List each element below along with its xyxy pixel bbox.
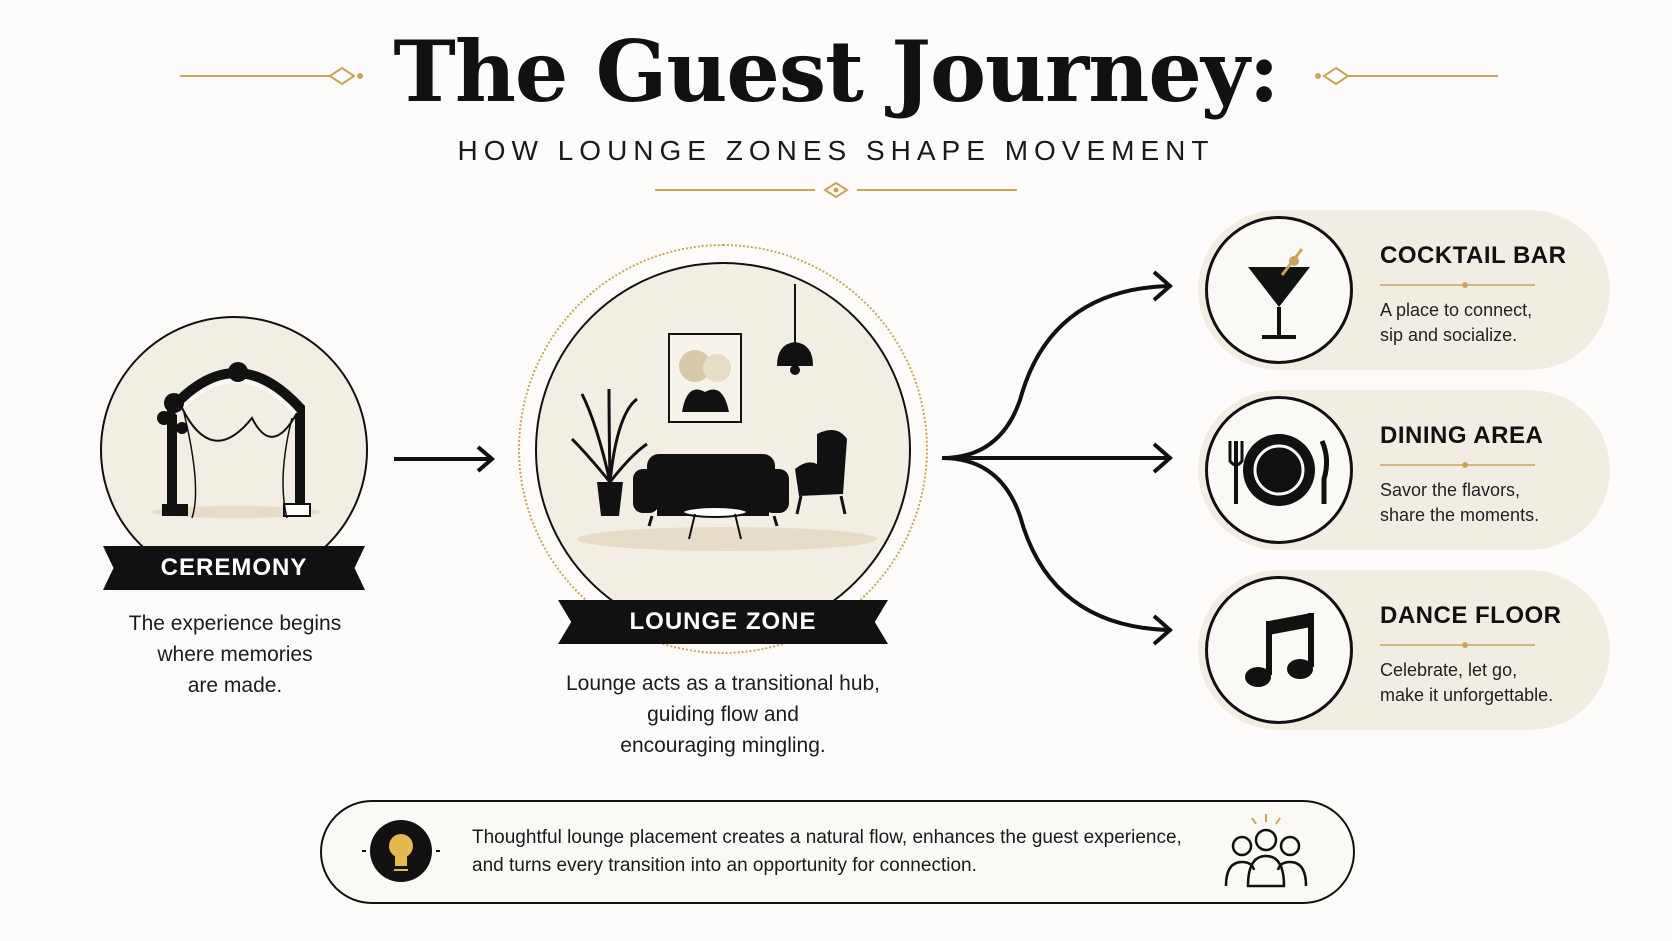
- card-description-line: A place to connect,: [1380, 300, 1533, 320]
- lounge-dotted-ring: [518, 244, 928, 654]
- branching-arrows: [941, 270, 1174, 646]
- lounge-banner: LOUNGE ZONE: [558, 600, 888, 644]
- footer-text-line: and turns every transition into an oppor…: [472, 855, 977, 876]
- ceremony-description-line: where memories: [157, 643, 313, 666]
- arrow-to-lounge: [394, 445, 496, 473]
- right-gold-flourish: [1315, 66, 1498, 86]
- ceremony-description-line: The experience begins: [128, 612, 342, 635]
- card-title: COCKTAIL BAR: [1380, 242, 1567, 269]
- card-gold-rule: [1380, 642, 1535, 648]
- left-gold-flourish: [180, 66, 363, 86]
- footer-text-line: Thoughtful lounge placement creates a na…: [472, 827, 1182, 848]
- lounge-description-line: encouraging mingling.: [620, 734, 826, 757]
- card-description-line: share the moments.: [1380, 505, 1540, 525]
- ceremony-circle: [100, 316, 368, 584]
- card-description: A place to connect, sip and socialize.: [1380, 298, 1532, 348]
- ceremony-description-line: are made.: [187, 674, 283, 697]
- people-group-icon: [1224, 814, 1308, 888]
- lounge-description-line: Lounge acts as a transitional hub,: [565, 672, 881, 695]
- lightbulb-icon: [362, 820, 440, 882]
- page-title: The Guest Journey:: [393, 22, 1279, 121]
- subtitle-divider: [655, 181, 1017, 199]
- card-title: DANCE FLOOR: [1380, 602, 1562, 629]
- plate-and-cutlery-icon: [1205, 396, 1353, 544]
- card-description: Savor the flavors, share the moments.: [1380, 478, 1539, 528]
- card-title: DINING AREA: [1380, 422, 1544, 449]
- card-description: Celebrate, let go, make it unforgettable…: [1380, 658, 1553, 708]
- ceremony-banner: CEREMONY: [103, 546, 365, 590]
- lounge-description: Lounge acts as a transitional hub, guidi…: [540, 668, 906, 761]
- ceremony-description: The experience begins where memories are…: [90, 608, 380, 701]
- footer-banner: [320, 800, 1355, 904]
- lounge-interior-icon: [570, 284, 877, 551]
- wedding-arch-icon: [151, 362, 321, 519]
- cocktail-glass-icon: [1205, 216, 1353, 364]
- lounge-description-line: guiding flow and: [647, 703, 799, 726]
- lounge-circle: [535, 262, 911, 638]
- card-description-line: Celebrate, let go,: [1380, 660, 1518, 680]
- card-description-line: make it unforgettable.: [1380, 685, 1554, 705]
- music-note-icon: [1205, 576, 1353, 724]
- card-gold-rule: [1380, 462, 1535, 468]
- footer-text: Thoughtful lounge placement creates a na…: [472, 824, 1232, 880]
- card-gold-rule: [1380, 282, 1535, 288]
- card-description-line: sip and socialize.: [1380, 325, 1518, 345]
- card-description-line: Savor the flavors,: [1380, 480, 1521, 500]
- page-subtitle: HOW LOUNGE ZONES SHAPE MOVEMENT: [457, 135, 1215, 166]
